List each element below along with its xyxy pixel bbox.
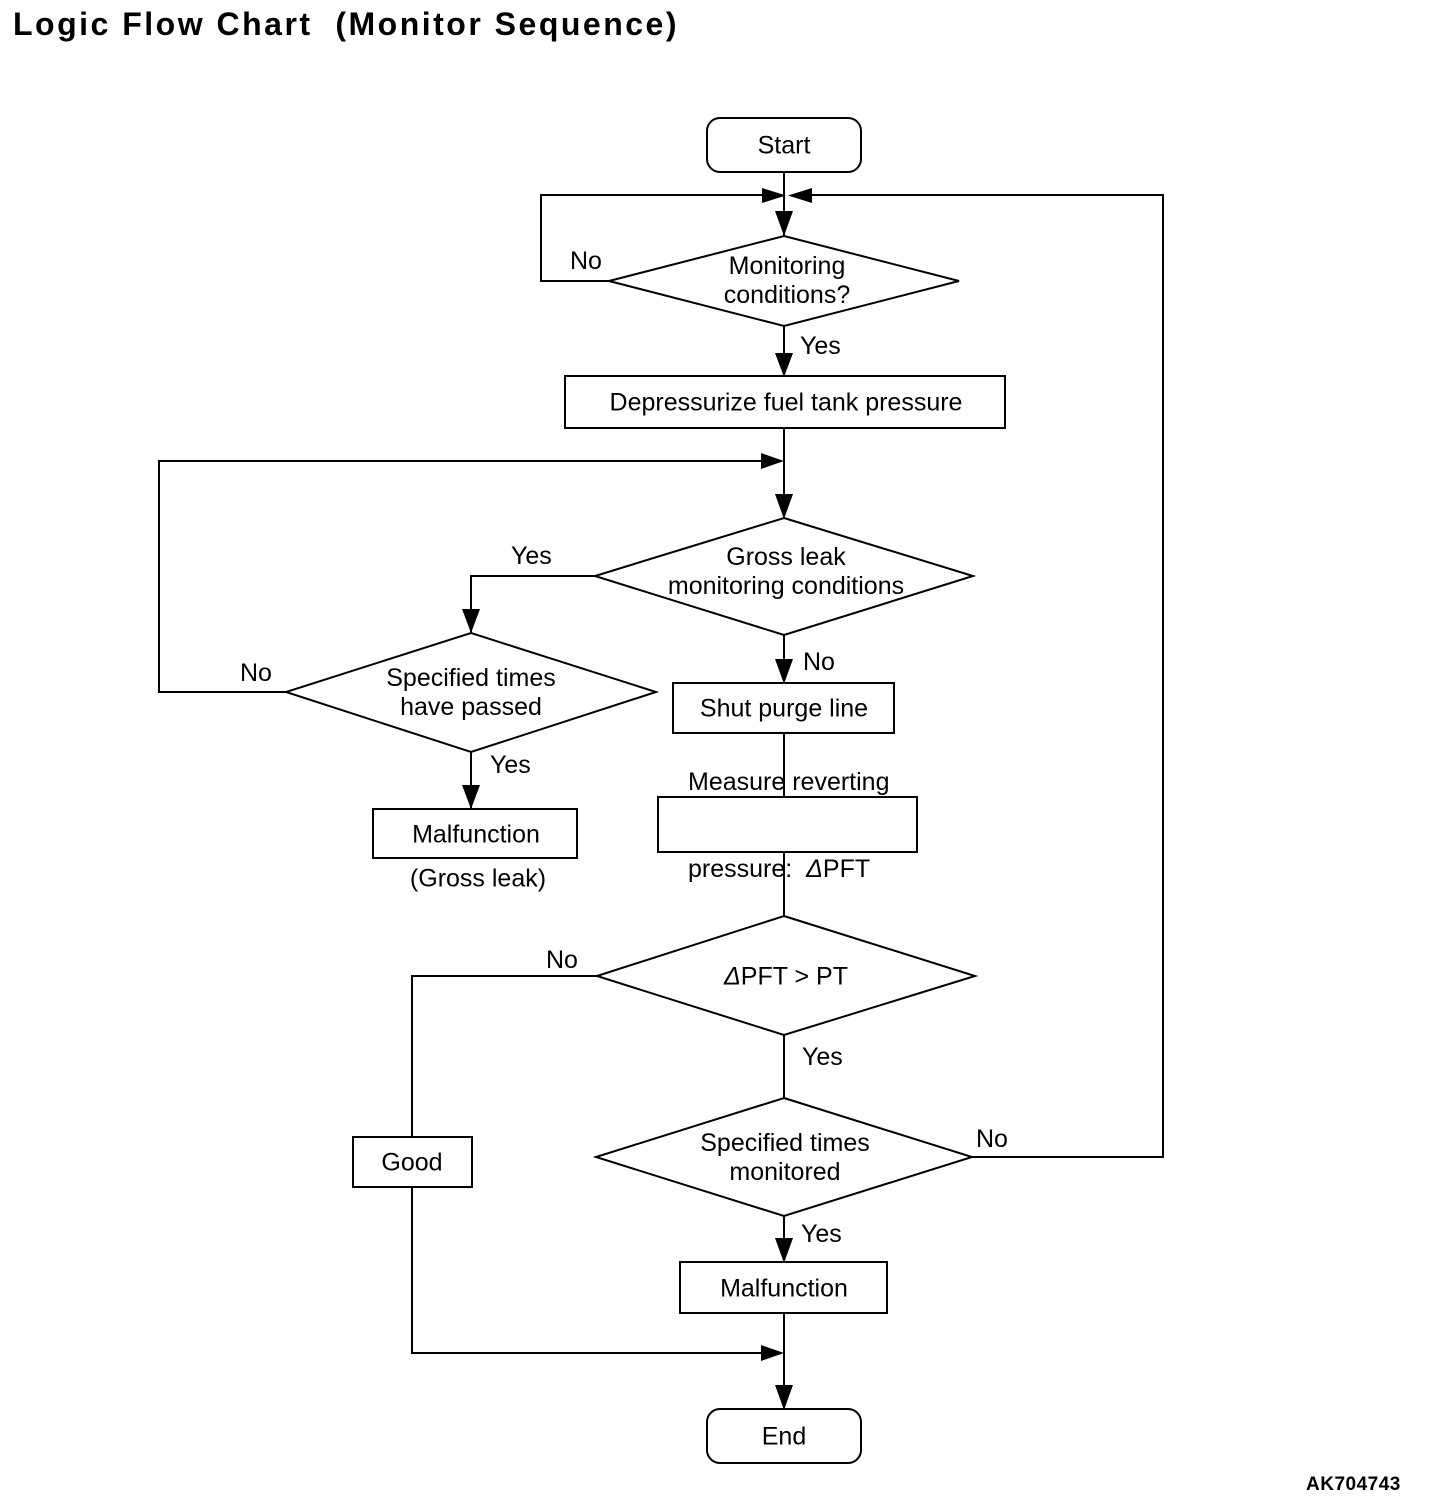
arrowhead-into-end	[775, 1385, 793, 1410]
edge-monitoring-no-loop	[540, 194, 764, 282]
arrowhead-into-shutpurge	[775, 659, 793, 684]
edge-label-monitoring-no: No	[570, 247, 602, 275]
page-title: Logic Flow Chart (Monitor Sequence)	[13, 6, 679, 42]
arrowhead-into-malfunction-final	[775, 1238, 793, 1263]
dpft-comparison-diamond-shape	[593, 914, 979, 1037]
arrowhead-into-grossleak	[775, 494, 793, 519]
arrowhead-good-junction	[761, 1345, 784, 1361]
malfunction-gross-process-shape	[372, 808, 578, 859]
edge-label-dpft-yes: Yes	[802, 1043, 843, 1071]
monitoring-conditions-diamond-shape	[608, 234, 960, 328]
figure-code: AK704743	[1306, 1474, 1401, 1495]
arrowhead-into-monitoring	[775, 211, 793, 236]
arrowhead-into-malfunction-gross	[462, 785, 480, 809]
edge-label-gross-leak-yes: Yes	[511, 542, 552, 570]
arrowhead-into-timespassed	[462, 609, 480, 633]
delta-symbol: Δ	[806, 855, 823, 883]
malfunction-final-process-shape	[679, 1261, 888, 1314]
depressurize-process-shape	[564, 375, 1006, 429]
arrowhead-junction-left	[762, 188, 786, 203]
arrowhead-junction-right	[788, 188, 812, 203]
node-good: Good	[381, 1148, 443, 1177]
node-end: End	[761, 1422, 807, 1451]
delta-symbol: Δ	[724, 962, 741, 991]
measure-process-shape	[657, 796, 918, 853]
edge-label-dpft-no: No	[546, 946, 578, 974]
start-terminator-shape	[706, 117, 862, 173]
specified-times-monitored-diamond-shape	[592, 1096, 976, 1218]
edge-label-monitoring-yes: Yes	[800, 332, 841, 360]
edge-label-times-passed-no: No	[240, 659, 272, 687]
node-specified-times-passed: Specified times have passed	[386, 664, 556, 721]
node-gross-leak-conditions: Gross leak monitoring conditions	[667, 543, 905, 600]
edge-grossleak-yes	[470, 575, 595, 633]
good-process-shape	[352, 1136, 473, 1188]
node-monitoring-conditions: Monitoring conditions?	[723, 252, 851, 309]
specified-times-passed-diamond-shape	[282, 631, 660, 754]
node-specified-times-monitored: Specified times monitored	[700, 1129, 870, 1186]
node-start: Start	[757, 131, 811, 160]
gross-leak-diamond-shape	[591, 516, 977, 637]
node-dpft-comparison: ΔPFT > PT	[724, 962, 848, 991]
edge-label-monitored-no: No	[976, 1125, 1008, 1153]
gross-leak-caption: (Gross leak)	[409, 864, 547, 893]
measure-line1: Measure reverting	[688, 768, 890, 796]
arrowhead-feedback-junction	[761, 453, 784, 469]
edge-timespassed-no-loop	[158, 460, 762, 693]
edge-label-monitored-yes: Yes	[801, 1220, 842, 1248]
edge-label-times-passed-yes: Yes	[490, 751, 531, 779]
edge-label-gross-leak-no: No	[803, 648, 835, 676]
node-malfunction-final: Malfunction	[720, 1274, 848, 1303]
node-malfunction-gross: Malfunction	[412, 820, 540, 849]
arrowhead-into-depressurize	[775, 353, 793, 377]
node-measure-reverting: Measure reverting pressure: ΔPFT	[688, 710, 889, 942]
node-depressurize: Depressurize fuel tank pressure	[609, 388, 963, 417]
measure-line2: pressure: ΔPFT	[688, 855, 871, 883]
node-shut-purge-line: Shut purge line	[699, 694, 869, 723]
edge-monitored-no-loop	[810, 194, 1164, 1158]
shut-purge-process-shape	[672, 682, 895, 734]
